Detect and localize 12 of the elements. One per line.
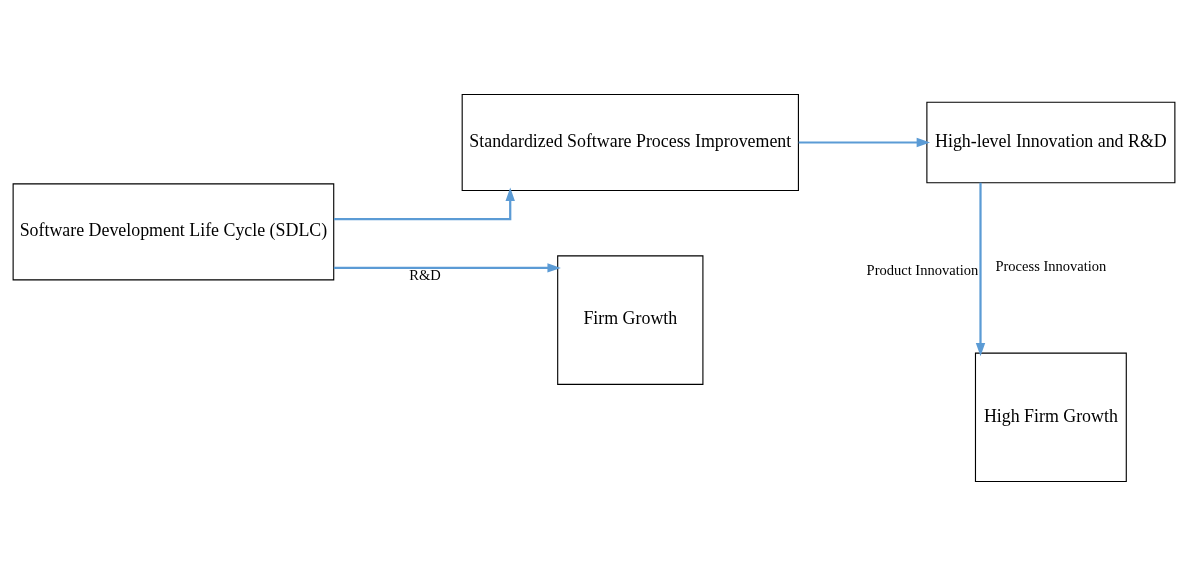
- label: Process Innovation: [995, 257, 1107, 274]
- edge-label: Product Innovation: [866, 261, 979, 278]
- node-box: High Firm Growth: [974, 352, 1127, 482]
- node-box: Software Development Life Cycle (SDLC): [12, 182, 335, 280]
- arrow: [333, 262, 561, 273]
- arrow: [798, 137, 931, 147]
- edge-label: R&D: [409, 266, 441, 283]
- arrow: [333, 187, 515, 220]
- arrow: [975, 182, 986, 356]
- node-box: Standardized Software Process Improvement: [461, 93, 799, 191]
- node-box: Firm Growth: [557, 254, 704, 385]
- node-box: High-level Innovation and R&D: [926, 101, 1176, 183]
